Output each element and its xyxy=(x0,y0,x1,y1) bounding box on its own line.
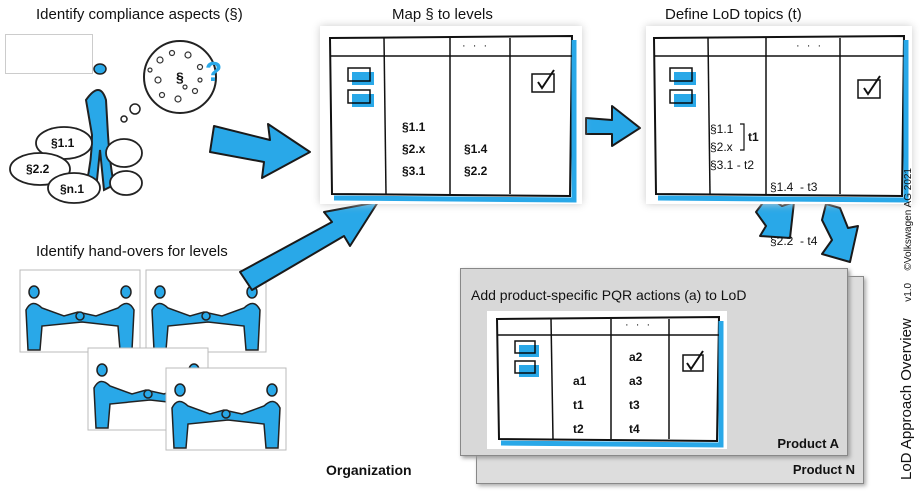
lod-cell-2-1: §1.4 - t3 xyxy=(770,180,818,194)
map-cell-1-2: §2.x xyxy=(402,142,426,156)
map-table-card: · · · §1.1 §2.x §3.1 §1.4 §2.2 xyxy=(320,26,582,204)
product-cell-2-3: t3 xyxy=(629,398,640,412)
product-table-card: · · · a1 t1 t2 a2 a3 t3 t4 xyxy=(487,311,727,449)
thinking-person-sketch xyxy=(9,40,217,204)
side-caption: LoD Approach Overview v1.0 ©Volkswagen A… xyxy=(898,168,916,480)
map-cell-1-3: §3.1 xyxy=(402,164,426,178)
lod-table-card: · · · §1.1 §2.x §3.1 - t2 t1 §1.4 - t3 §… xyxy=(646,26,912,248)
heading-organization: Organization xyxy=(326,462,412,478)
side-copyright: ©Volkswagen AG 2021 xyxy=(903,168,914,271)
product-a-label: Product A xyxy=(777,436,839,451)
map-col2: §1.4 §2.2 xyxy=(464,138,487,182)
product-cell-2-4: t4 xyxy=(629,422,640,436)
side-version: v1.0 xyxy=(903,282,914,302)
question-mark-icon: ? xyxy=(205,56,223,87)
speech-item-2: §2.2 xyxy=(26,162,50,176)
lod-cell-2-2: §2.2 - t4 xyxy=(770,234,818,248)
product-col1: a1 t1 t2 xyxy=(573,369,586,441)
side-title: LoD Approach Overview xyxy=(898,318,915,480)
speech-bubbles-icon xyxy=(9,126,143,204)
product-cell-1-3: t2 xyxy=(573,422,584,436)
person-head-icon xyxy=(93,63,107,75)
lod-col1: §1.1 §2.x §3.1 - t2 xyxy=(710,120,754,174)
product-col2: a2 a3 t3 t4 xyxy=(629,345,642,441)
heading-identify-handovers: Identify hand-overs for levels xyxy=(36,243,228,260)
lod-table-dots: · · · xyxy=(796,40,824,52)
lod-t1-label: t1 xyxy=(748,130,759,144)
product-panel-front: Add product-specific PQR actions (a) to … xyxy=(460,268,848,456)
lod-col2: §1.4 - t3 §2.2 - t4 xyxy=(770,142,817,286)
person-body-icon xyxy=(84,89,116,192)
map-cell-2-1: §1.4 xyxy=(464,142,488,156)
map-cell-1-1: §1.1 xyxy=(402,120,426,134)
blank-note-box xyxy=(5,34,93,74)
product-n-label: Product N xyxy=(792,462,855,477)
arrow-down-2-icon xyxy=(821,203,859,263)
heading-define-lod: Define LoD topics (t) xyxy=(665,6,802,23)
arrow-right-1-icon xyxy=(209,123,311,179)
product-cell-2-1: a2 xyxy=(629,350,643,364)
arrow-up-right-icon xyxy=(239,201,379,291)
heading-map-levels: Map § to levels xyxy=(392,6,493,23)
arrow-down-1-icon xyxy=(755,195,795,239)
lod-cell-1-1: §1.1 xyxy=(710,122,734,136)
speech-item-1: §1.1 xyxy=(51,136,75,150)
product-cell-2-2: a3 xyxy=(629,374,643,388)
arrow-right-2-icon xyxy=(585,105,641,147)
product-table-dots: · · · xyxy=(625,319,653,331)
heading-identify-compliance: Identify compliance aspects (§) xyxy=(36,6,243,23)
speech-item-3: §n.1 xyxy=(60,182,85,196)
bubble-paragraph-symbol: § xyxy=(176,69,184,85)
thought-bubble-icon xyxy=(120,40,217,123)
product-cell-1-2: t1 xyxy=(573,398,584,412)
map-col1: §1.1 §2.x §3.1 xyxy=(402,116,425,182)
lod-cell-1-3: §3.1 - t2 xyxy=(710,158,755,172)
heading-add-pqr: Add product-specific PQR actions (a) to … xyxy=(471,287,747,303)
map-cell-2-2: §2.2 xyxy=(464,164,488,178)
map-table-dots: · · · xyxy=(462,40,490,52)
lod-cell-1-2: §2.x xyxy=(710,140,733,154)
product-cell-1-1: a1 xyxy=(573,374,587,388)
